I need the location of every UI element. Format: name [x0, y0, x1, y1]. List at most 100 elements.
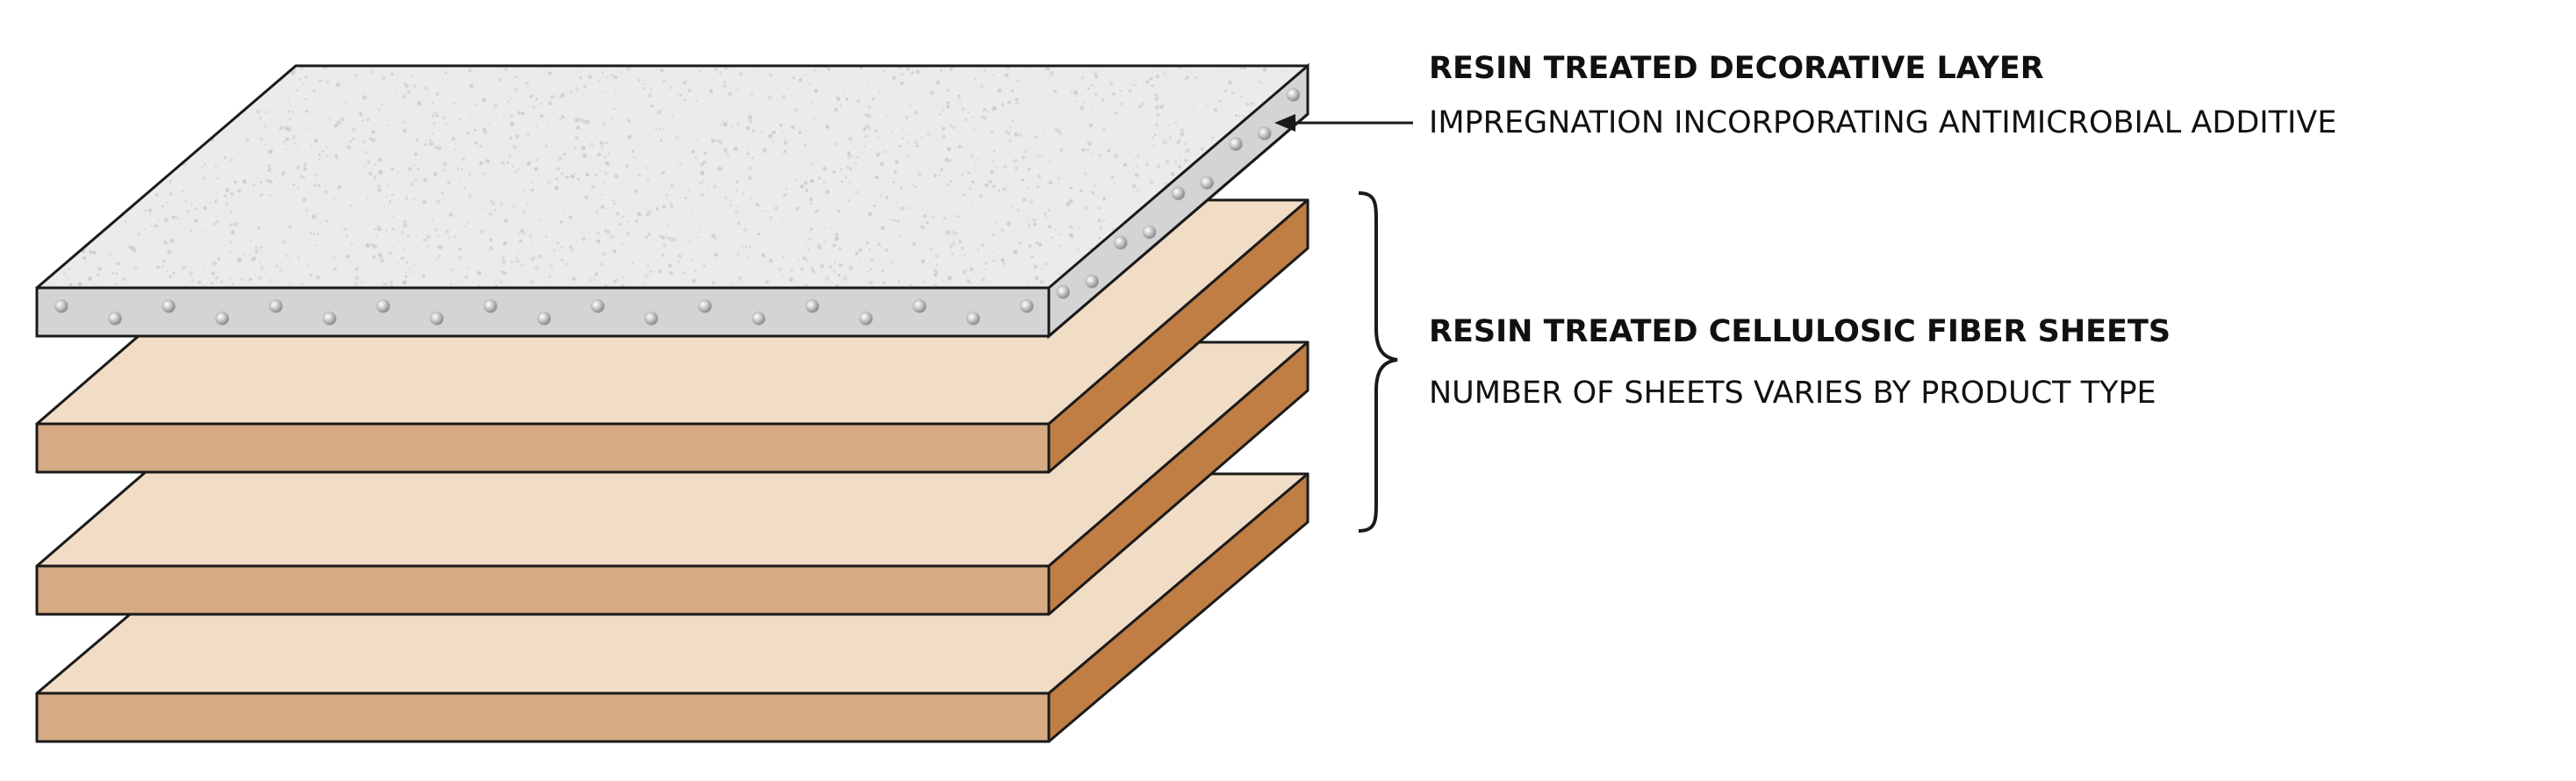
texture-speckle	[595, 134, 598, 137]
texture-speckle	[1011, 205, 1014, 209]
texture-speckle	[668, 237, 673, 241]
texture-speckle	[1006, 131, 1011, 136]
texture-speckle	[974, 78, 977, 81]
texture-speckle	[280, 222, 283, 224]
texture-speckle	[508, 136, 513, 140]
texture-speckle	[1178, 165, 1182, 169]
texture-speckle	[431, 219, 434, 221]
texture-speckle	[1102, 128, 1106, 132]
texture-speckle	[1051, 236, 1053, 239]
texture-speckle	[790, 269, 793, 272]
texture-speckle	[646, 212, 649, 217]
texture-speckle	[671, 115, 674, 118]
texture-speckle	[304, 177, 306, 180]
texture-speckle	[663, 79, 666, 83]
texture-speckle	[195, 219, 198, 222]
texture-speckle	[1114, 154, 1119, 159]
texture-speckle	[574, 147, 577, 149]
texture-speckle	[513, 207, 516, 209]
antimicrobial-bead	[644, 312, 659, 326]
texture-speckle	[315, 213, 318, 216]
texture-speckle	[594, 272, 599, 276]
texture-speckle	[906, 133, 908, 136]
texture-speckle	[231, 176, 233, 178]
texture-speckle	[466, 132, 470, 135]
antimicrobial-bead	[805, 299, 820, 313]
texture-speckle	[204, 163, 206, 167]
texture-speckle	[644, 235, 649, 239]
texture-speckle	[893, 170, 897, 174]
texture-speckle	[441, 168, 445, 172]
texture-speckle	[449, 150, 451, 152]
texture-speckle	[374, 163, 377, 166]
texture-speckle	[88, 276, 92, 281]
antimicrobial-bead	[751, 312, 766, 326]
texture-speckle	[935, 254, 939, 259]
texture-speckle	[371, 254, 376, 259]
texture-speckle	[166, 269, 169, 272]
texture-speckle	[427, 245, 430, 247]
texture-speckle	[313, 183, 317, 187]
texture-speckle	[735, 252, 741, 256]
texture-speckle	[1001, 258, 1005, 262]
texture-speckle	[1083, 171, 1088, 176]
texture-speckle	[802, 256, 807, 260]
texture-speckle	[765, 280, 769, 284]
texture-speckle	[213, 199, 218, 204]
texture-speckle	[613, 279, 617, 283]
texture-speckle	[635, 219, 639, 223]
texture-speckle	[836, 209, 841, 213]
texture-speckle	[985, 262, 988, 265]
texture-speckle	[660, 68, 664, 73]
fiber-sheet-1-front	[35, 422, 1051, 474]
texture-speckle	[860, 114, 863, 116]
texture-speckle	[1128, 151, 1130, 154]
texture-speckle	[172, 271, 176, 275]
texture-speckle	[355, 275, 360, 280]
texture-speckle	[803, 143, 807, 147]
texture-speckle	[1154, 93, 1159, 97]
texture-speckle	[1040, 154, 1044, 158]
texture-speckle	[808, 238, 812, 241]
texture-speckle	[212, 261, 217, 266]
texture-speckle	[517, 232, 521, 235]
texture-speckle	[349, 261, 352, 263]
texture-speckle	[684, 197, 687, 200]
texture-speckle	[336, 120, 341, 125]
texture-speckle	[870, 257, 874, 262]
texture-speckle	[848, 167, 853, 171]
texture-speckle	[433, 172, 438, 176]
texture-speckle	[144, 209, 147, 212]
texture-speckle	[642, 79, 645, 81]
texture-speckle	[719, 71, 722, 75]
texture-speckle	[215, 219, 219, 224]
texture-speckle	[377, 169, 384, 175]
texture-speckle	[619, 223, 621, 226]
texture-speckle	[939, 113, 942, 116]
texture-speckle	[522, 190, 524, 192]
texture-speckle	[1050, 103, 1052, 105]
texture-speckle	[1224, 90, 1228, 93]
texture-speckle	[741, 244, 744, 247]
texture-speckle	[881, 269, 884, 273]
texture-speckle	[645, 167, 648, 169]
texture-speckle	[1015, 101, 1019, 104]
texture-speckle	[340, 117, 345, 122]
texture-speckle	[656, 207, 659, 211]
texture-speckle	[569, 245, 573, 249]
texture-speckle	[914, 185, 917, 189]
texture-speckle	[422, 275, 426, 278]
texture-speckle	[582, 154, 587, 158]
texture-speckle	[515, 258, 520, 263]
texture-speckle	[834, 236, 839, 241]
texture-speckle	[1078, 226, 1081, 229]
texture-speckle	[809, 227, 814, 232]
texture-speckle	[124, 220, 127, 223]
texture-speckle	[596, 239, 601, 244]
texture-speckle	[326, 80, 330, 84]
texture-speckle	[237, 258, 242, 262]
antimicrobial-bead	[215, 312, 230, 326]
texture-speckle	[990, 131, 994, 134]
texture-speckle	[501, 161, 506, 165]
texture-speckle	[814, 210, 819, 214]
